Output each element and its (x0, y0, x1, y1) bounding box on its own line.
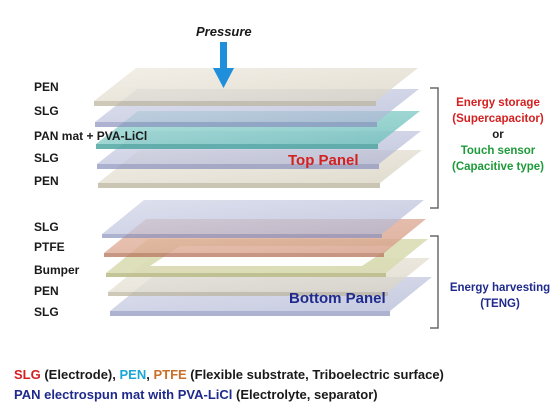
or-label: or (492, 129, 504, 141)
bottom-layer-label-4: PEN (34, 284, 59, 298)
touch-sensor-label: Touch sensor (460, 145, 536, 157)
energy-storage-label: Energy storage (456, 97, 540, 109)
top-layer-label-1: PEN (34, 80, 59, 94)
top-panel-layers (94, 68, 422, 188)
bottom-bracket (430, 235, 439, 329)
bottom-layer-label-2: PTFE (34, 240, 65, 254)
top-bracket-description: Energy storage (Supercapacitor) or Touch… (443, 95, 553, 175)
pressure-arrow-icon (213, 42, 234, 88)
layer-slg-bottom-top (102, 200, 424, 238)
legend-substrate-desc: (Flexible substrate, Triboelectric surfa… (186, 367, 444, 382)
legend-pan: PAN electrospun mat with PVA-LiCl (14, 387, 233, 402)
legend-comma: , (146, 367, 154, 382)
bottom-layer-label-3: Bumper (34, 263, 80, 277)
bottom-panel-layers (102, 200, 432, 316)
layer-pen-top-top (94, 68, 418, 106)
bottom-layer-label-1: SLG (34, 220, 59, 234)
top-panel-title: Top Panel (288, 152, 359, 169)
top-layer-label-3: PAN mat + PVA-LiCl (34, 129, 148, 143)
teng-label: (TENG) (480, 298, 520, 310)
energy-harvesting-label: Energy harvesting (449, 282, 551, 294)
bottom-panel-title: Bottom Panel (289, 290, 386, 307)
legend-pen: PEN (119, 367, 147, 382)
top-bracket (430, 87, 439, 209)
bottom-bracket-description: Energy harvesting (TENG) (443, 280, 557, 312)
legend-slg: SLG (14, 367, 41, 382)
legend-ptfe: PTFE (153, 367, 187, 382)
capacitive-type-label: (Capacitive type) (451, 161, 545, 173)
top-layer-label-5: PEN (34, 174, 59, 188)
supercapacitor-label: (Supercapacitor) (452, 113, 544, 125)
pressure-label: Pressure (196, 24, 252, 39)
legend-slg-desc: (Electrode), (40, 367, 120, 382)
legend-row-materials: SLG (Electrode), PEN, PTFE (Flexible sub… (14, 367, 444, 382)
legend-electrolyte-desc: (Electrolyte, separator) (232, 387, 378, 402)
top-layer-label-4: SLG (34, 151, 59, 165)
legend-row-electrolyte: PAN electrospun mat with PVA-LiCl (Elect… (14, 387, 378, 402)
bottom-layer-label-5: SLG (34, 305, 59, 319)
top-layer-label-2: SLG (34, 104, 59, 118)
